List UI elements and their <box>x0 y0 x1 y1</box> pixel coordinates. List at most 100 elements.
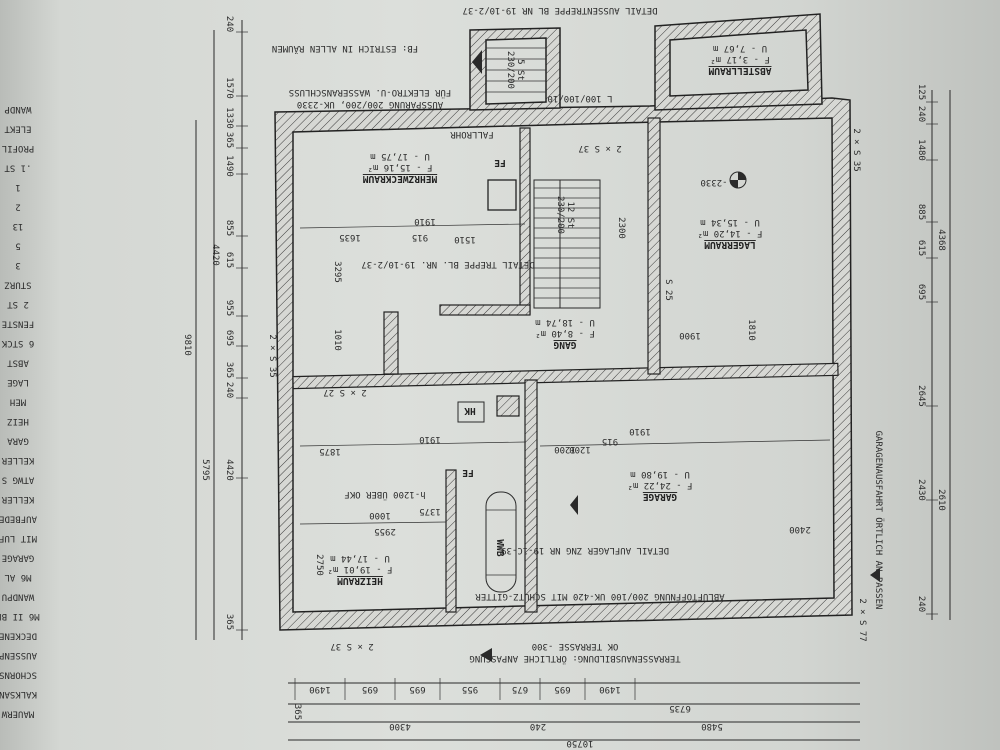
left-list-item-text: PROFIL <box>2 143 35 153</box>
label-outer-stair: 5 St 230/200 <box>505 51 525 89</box>
left-list-item: FENSTE <box>2 319 35 329</box>
dim-left-row2-text: 5795 <box>200 459 210 481</box>
dim-right-value-text: 695 <box>916 284 926 300</box>
dim-inner-value-text: 1010 <box>332 329 342 351</box>
wall-ver-lager <box>647 117 661 375</box>
dim-inner-value: 1910 <box>414 216 436 226</box>
support-note: DETAIL AUFLAGER ZNG NR 19-1C-39 <box>501 545 669 555</box>
left-list-item-text: AUSSENP <box>0 650 37 660</box>
dim-right-value: 1480 <box>916 139 926 161</box>
dim-left-value-text: 955 <box>224 300 234 316</box>
dim-left-row2: 4420 <box>210 244 220 266</box>
left-list-item-text: WANDP <box>4 104 32 114</box>
dim-inner-value: 3295 <box>332 261 342 283</box>
bottom-note-1: TERRASSENAUSBILDUNG: ÖRTLICHE ANPASSUNG <box>469 653 680 664</box>
room-gang: GANG F - 8,40 m² U - 18,74 m <box>535 317 595 350</box>
dim-left-value: 4420 <box>224 459 234 481</box>
exterior-wall <box>274 97 853 631</box>
dim-left-value-text: 365 <box>224 132 234 148</box>
outer-walls <box>274 13 853 631</box>
dim-left-value-text: 855 <box>224 220 234 236</box>
left-list-item: 5 <box>15 241 20 251</box>
stair-size: 230/200 <box>555 196 565 234</box>
room-area: F - 24,22 m² <box>627 480 692 490</box>
dim-bottom-value: 1490 <box>309 684 331 694</box>
left-list-item: 13 <box>13 221 24 231</box>
dim-left-value-text: 1570 <box>224 77 234 99</box>
dim-inner-value-text: 1000 <box>369 510 391 520</box>
dim-inner-value: 2750 <box>314 554 324 576</box>
label-opening: L 100/100/10 <box>547 93 612 103</box>
left-list-item-text: M6 II BL <box>0 611 40 621</box>
left-list-item: HEIZ <box>7 416 29 426</box>
dim-inner-value: 1900 <box>679 330 701 340</box>
wall-marker: S 25 <box>663 279 673 301</box>
left-list-item-text: AUFBEDE <box>0 514 37 524</box>
left-list-item-text: 2 <box>15 202 20 212</box>
room-lagerraum: LAGERRAUM F - 14,20 m² U - 15,34 m <box>697 217 762 250</box>
dim-right-value: 240 <box>916 596 926 612</box>
boiler-note: h-1200 ÜBER OKF <box>344 489 425 500</box>
dim-bottom-value: 695 <box>554 684 570 694</box>
label-fe1: FE <box>494 157 506 168</box>
dim-right-value-text: 240 <box>916 596 926 612</box>
hk-label: HK <box>464 405 476 416</box>
room-name: GANG <box>553 339 576 350</box>
marker-w7: 2 × S 77 <box>857 598 867 641</box>
dim-inner-value: 1200 <box>569 444 591 454</box>
dim-inner-value: 1000 <box>369 510 391 520</box>
dim-inner-value: 2300 <box>616 217 626 239</box>
left-list-item: GARAGE <box>2 553 35 563</box>
dim-bottom-value: 955 <box>462 684 478 694</box>
left-list-item-text: MEH <box>10 397 26 407</box>
dim-inner-value: 2400 <box>789 524 811 534</box>
dim-right-value: 695 <box>916 284 926 300</box>
dim-inner-value: 915 <box>602 436 618 446</box>
drain-note-text: ABLUFTÖFFNUNG 200/100 UK-420 MIT SCHUTZ-… <box>475 591 725 602</box>
dim-left-value: 855 <box>224 220 234 236</box>
left-list-item: 3 <box>15 260 20 270</box>
wall-marker: 2 × S 37 <box>578 143 621 153</box>
dim-inner-value-text: 2750 <box>314 554 324 576</box>
dim-inner-value: 1510 <box>454 234 476 244</box>
wall-marker: 2 × S 27 <box>323 387 366 397</box>
fe2-label: FE <box>462 467 474 478</box>
left-list-item-text: MIT LUF <box>0 533 37 543</box>
dim-right-value: 2430 <box>916 479 926 501</box>
dim-inner-value-text: 1910 <box>414 216 436 226</box>
dim-line <box>299 223 526 229</box>
left-list-item-text: GARA <box>7 436 29 446</box>
room-perimeter: U - 18,74 m <box>535 317 595 327</box>
dim-bottom-row3-text: 5480 <box>701 721 723 731</box>
dim-bottom-value-text: 695 <box>554 684 570 694</box>
left-list-item-text: 13 <box>13 221 24 231</box>
dim-bottom-row3: 5480 <box>701 721 723 731</box>
label-fe2: FE <box>462 467 474 478</box>
room-perimeter: U - 17,75 m <box>370 151 430 161</box>
left-list-item-text: KELLER <box>1 455 34 465</box>
dim-left-row2-text: 9810 <box>182 334 192 356</box>
label-wwb: WWB <box>494 539 505 556</box>
left-list-item-text: WANDPU <box>2 592 35 602</box>
marker-w1: 2 × S 37 <box>578 143 621 153</box>
dim-left-value: 365 <box>224 614 234 630</box>
dim-inner-value-text: 1910 <box>419 434 441 444</box>
dim-right-value-text: 1480 <box>916 139 926 161</box>
marker-w3: 2 × S 27 <box>323 387 366 397</box>
room-name: MEHRZWECKRAUM <box>363 173 438 184</box>
dim-left-value-text: 1490 <box>224 155 234 177</box>
dim-inner-value: 1200 <box>554 444 576 454</box>
boiler-note-text: h-1200 ÜBER OKF <box>344 489 425 500</box>
opening-note-1: AUSSPARUNG 200/200, UK-2330 <box>297 99 443 109</box>
dim-bottom-total-text: 10750 <box>566 738 593 748</box>
opening-label: L 100/100/10 <box>547 93 612 103</box>
dim-bottom-value: 675 <box>512 684 528 694</box>
dim-right-value: 885 <box>916 204 926 220</box>
dim-bottom-row2: 6735 <box>669 703 691 713</box>
room-heizraum: HEIZRAUM F - 19,01 m² U - 17,44 m <box>327 553 392 586</box>
left-list-item: LAGE <box>7 377 29 387</box>
room-name: GARAGE <box>643 491 678 502</box>
